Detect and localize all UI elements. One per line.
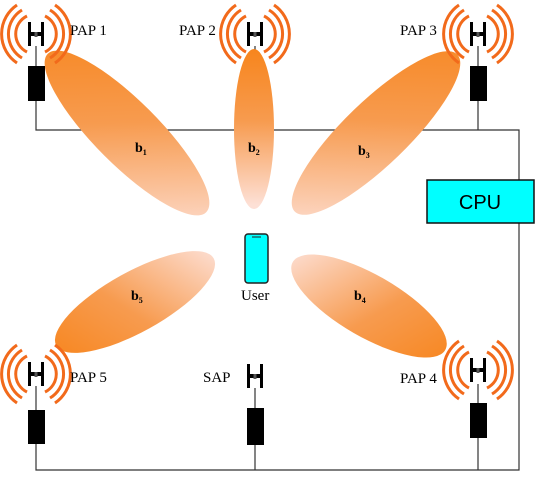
beam-label-b4: b4 <box>354 289 366 305</box>
pap4-node: PAP 4 <box>400 339 514 438</box>
beam-b2 <box>234 49 274 209</box>
radio-unit-icon <box>247 408 264 445</box>
user-label: User <box>241 288 269 304</box>
backhaul-wiring <box>35 46 520 471</box>
beam-label-b3: b3 <box>358 144 370 160</box>
cpu-label: CPU <box>459 192 501 214</box>
pap1-node: PAP 1 <box>0 3 107 101</box>
pap3-node: PAP 3 <box>400 3 514 101</box>
antenna-icon <box>247 364 263 388</box>
pap5-label: PAP 5 <box>70 370 107 386</box>
radio-unit-icon <box>28 66 45 101</box>
radio-unit-icon <box>28 410 45 444</box>
cpu-box <box>426 179 535 224</box>
pap2-node: PAP 2 <box>179 3 291 65</box>
sap-node: SAP <box>203 364 264 445</box>
radio-unit-icon <box>470 403 487 438</box>
radio-unit-icon <box>470 66 487 101</box>
beam-b5 <box>54 251 216 353</box>
pap5-node: PAP 5 <box>0 343 107 444</box>
beam-label-b5: b5 <box>131 289 143 305</box>
beam-b1 <box>44 50 210 216</box>
cpu-node: CPU <box>426 179 535 224</box>
user-node: User <box>241 233 269 304</box>
beam-b3 <box>291 51 461 215</box>
pap4-label: PAP 4 <box>400 371 437 387</box>
beams <box>44 49 461 358</box>
sap-label: SAP <box>203 370 231 386</box>
beam-label-b2: b2 <box>248 141 260 157</box>
pap2-label: PAP 2 <box>179 23 216 39</box>
smartphone-icon <box>244 233 269 284</box>
beam-b4 <box>291 254 447 358</box>
pap3-label: PAP 3 <box>400 23 437 39</box>
beam-label-b1: b1 <box>135 141 147 157</box>
pap1-label: PAP 1 <box>70 23 107 39</box>
